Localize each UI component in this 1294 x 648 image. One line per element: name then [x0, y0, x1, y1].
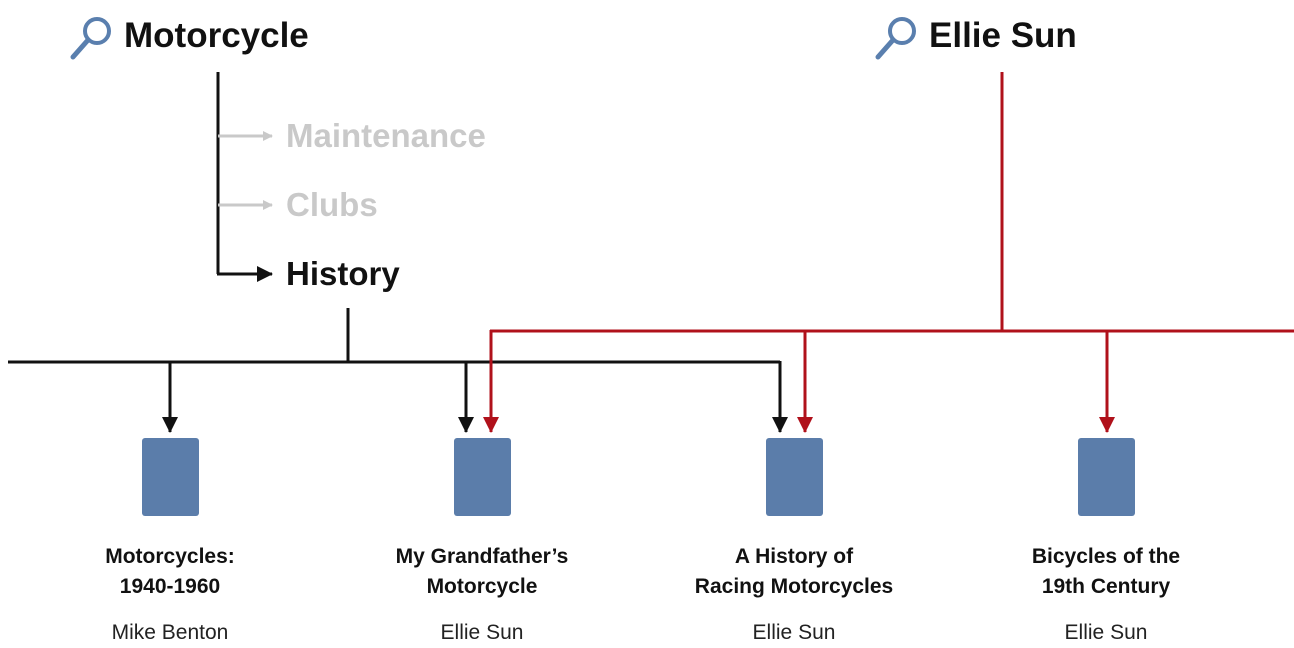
magnifier-icon	[70, 17, 111, 60]
facet-maintenance[interactable]: Maintenance	[286, 117, 486, 154]
document-author: Ellie Sun	[440, 621, 524, 644]
document-title-line: My Grandfather’s	[395, 545, 569, 568]
magnifier-icon	[875, 17, 916, 60]
document-author: Mike Benton	[111, 621, 229, 644]
search-query-label: Motorcycle	[124, 16, 309, 55]
document-title-line: Motorcycles:	[105, 545, 235, 568]
facet-history[interactable]: History	[286, 255, 400, 292]
document-title: Motorcycles: 1940-1960	[30, 542, 310, 602]
document-icon[interactable]	[1078, 438, 1135, 516]
document-title: My Grandfather’s Motorcycle	[342, 542, 622, 602]
search-query-ellie-sun[interactable]: Ellie Sun	[873, 12, 1077, 60]
document-title-line: 1940-1960	[119, 575, 221, 598]
document-title-line: 19th Century	[1041, 575, 1171, 598]
document-author: Ellie Sun	[752, 621, 836, 644]
document-title: A History of Racing Motorcycles	[654, 542, 934, 602]
document-icon[interactable]	[454, 438, 511, 516]
search-query-motorcycle[interactable]: Motorcycle	[68, 12, 309, 60]
document-author: Ellie Sun	[1064, 621, 1148, 644]
document-icon[interactable]	[766, 438, 823, 516]
document-title-line: Motorcycle	[426, 575, 538, 598]
document-title: Bicycles of the 19th Century	[966, 542, 1246, 602]
document-icon[interactable]	[142, 438, 199, 516]
search-query-label: Ellie Sun	[929, 16, 1077, 55]
document-title-line: Bicycles of the	[1031, 545, 1181, 568]
document-title-line: A History of	[734, 545, 854, 568]
document-title-line: Racing Motorcycles	[694, 575, 894, 598]
facet-clubs[interactable]: Clubs	[286, 186, 378, 223]
